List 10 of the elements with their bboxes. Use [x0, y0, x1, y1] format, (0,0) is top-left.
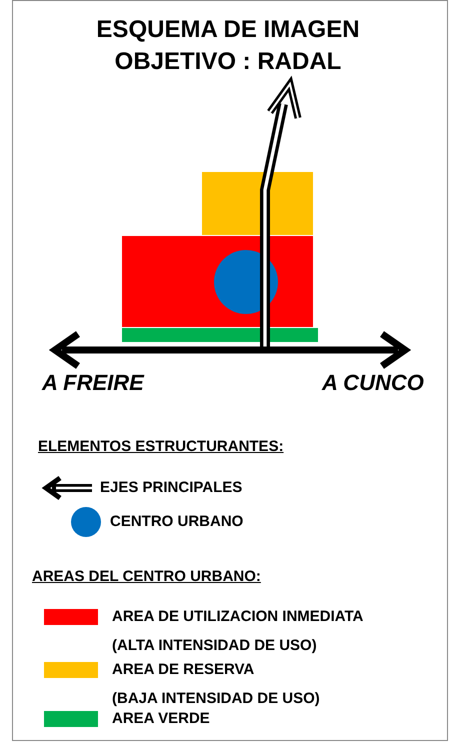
legend-text: AREA DE UTILIZACION INMEDIATA (ALTA INTENSIDAD DE USO): [112, 607, 364, 656]
section-heading: ELEMENTOS ESTRUCTURANTES:: [38, 438, 284, 455]
title: ESQUEMA DE IMAGEN OBJETIVO : RADAL: [95, 15, 361, 77]
legend-text: CENTRO URBANO: [110, 512, 244, 532]
section-heading: AREAS DEL CENTRO URBANO:: [32, 568, 261, 585]
legend-text: AREA DE RESERVA (BAJA INTENSIDAD DE USO): [112, 660, 321, 709]
direction-label: A CUNCO: [322, 370, 424, 396]
legend-text: EJES PRINCIPALES: [100, 478, 244, 498]
direction-label: A FREIRE: [42, 370, 144, 396]
legend-text: AREA VERDE: [112, 709, 211, 729]
